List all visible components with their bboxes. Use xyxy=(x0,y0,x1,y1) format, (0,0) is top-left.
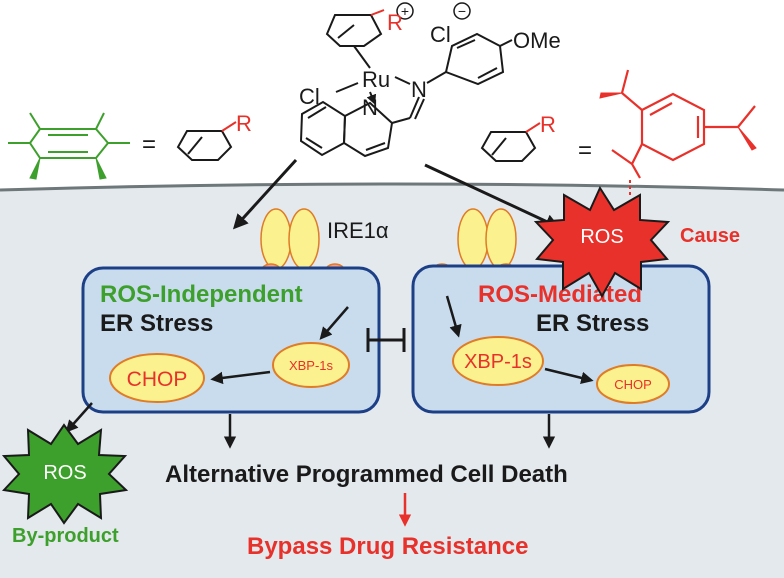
ros-cause-badge: ROS xyxy=(580,226,623,248)
arrow-left-title-xbp xyxy=(319,306,349,340)
left-chop-node xyxy=(109,353,205,403)
ros-byproduct-badge: ROS xyxy=(43,462,86,484)
ros-mediated-title: ROS-Mediated xyxy=(478,281,642,308)
inhibition-symbol xyxy=(366,328,406,352)
metal-label: Ru xyxy=(362,67,390,92)
arrow-left-xbp-chop xyxy=(210,370,271,385)
ros-byproduct-burst xyxy=(1,423,129,525)
left-chop-label: CHOP xyxy=(127,368,188,391)
ruthenium-complex xyxy=(299,2,513,158)
right-er-stress-title: ER Stress xyxy=(536,310,649,337)
triisopropylbenzene-structure xyxy=(599,69,757,179)
cell-death-label: Alternative Programmed Cell Death xyxy=(165,461,568,488)
right-legend-equals: = xyxy=(578,137,592,164)
counter-ion-label: Cl xyxy=(430,22,451,47)
right-chop-label: CHOP xyxy=(614,377,652,392)
right-xbp1s-node xyxy=(452,336,544,386)
left-legend-equals: = xyxy=(142,131,156,158)
right-arene-symbol xyxy=(480,122,541,162)
chloride-label: Cl xyxy=(299,84,320,109)
right-chop-node xyxy=(596,364,670,404)
left-er-stress-title: ER Stress xyxy=(100,310,213,337)
quinoline-nitrogen-label: N xyxy=(362,95,378,120)
ros-cause-burst xyxy=(533,185,671,299)
right-legend-r: R xyxy=(540,112,556,137)
bypass-resistance-label: Bypass Drug Resistance xyxy=(247,533,528,560)
ros-independent-title: ROS-Independent xyxy=(100,281,303,308)
arrow-right-xbp-chop xyxy=(544,367,594,384)
arene-ring xyxy=(325,14,383,47)
complex-labels: R + Cl − Ru Cl N N OMe xyxy=(299,3,561,120)
imine-nitrogen-label: N xyxy=(411,77,427,102)
ire1a-label: IRE1α xyxy=(327,218,389,243)
methoxy-label: OMe xyxy=(513,28,561,53)
complex-r-label: R xyxy=(387,10,403,35)
ros-byproduct-caption: By-product xyxy=(12,525,119,547)
hexamethylbenzene-structure xyxy=(8,112,130,180)
arrow-complex-left xyxy=(232,158,298,230)
complex-charge: + xyxy=(401,3,409,19)
arrow-chop-to-ros xyxy=(65,402,93,433)
left-arene-symbol xyxy=(176,121,237,161)
left-legend-r: R xyxy=(236,111,252,136)
left-xbp1s-label: XBP-1s xyxy=(289,358,334,373)
arrow-complex-right xyxy=(424,163,561,229)
right-xbp1s-label: XBP-1s xyxy=(464,351,532,373)
left-xbp1s-node xyxy=(272,342,350,388)
ros-cause-caption: Cause xyxy=(680,225,740,247)
counter-ion-charge: − xyxy=(458,3,466,19)
cell-membrane xyxy=(0,182,784,192)
arrow-right-title-xbp xyxy=(445,295,462,338)
